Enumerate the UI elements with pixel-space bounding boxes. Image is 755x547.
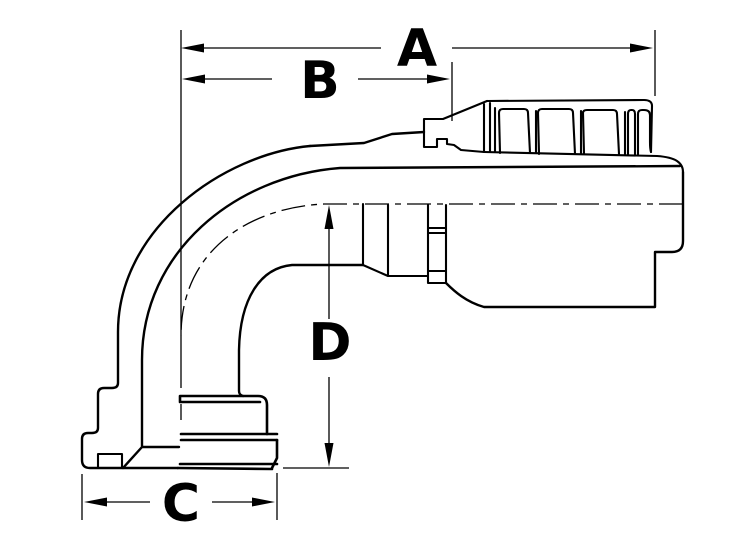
flange-base: [96, 394, 279, 471]
ferrule-serration-blocks: [497, 107, 653, 157]
dimension-c: C: [81, 473, 278, 534]
elbow-top-line: [308, 130, 426, 148]
elbow-body: [80, 130, 682, 470]
dim-a-label: A: [397, 19, 437, 79]
centerlines: [180, 30, 683, 420]
dim-d-label: D: [308, 313, 351, 373]
dim-c-label: C: [162, 474, 200, 534]
elbow-outer-profile: [80, 144, 312, 470]
socket-right-profile: [444, 170, 685, 309]
dimension-b: B: [182, 51, 453, 121]
dim-c-extension-lines: [81, 473, 278, 520]
dim-b-arrow-left: [182, 74, 205, 84]
dim-d-arrow-down: [324, 443, 334, 467]
flange-notch: [96, 452, 124, 470]
elbow-inner-profile: [121, 164, 682, 470]
dim-c-arrow-left: [84, 497, 107, 507]
ferrule-cone-lines: [482, 101, 497, 154]
dim-b-label: B: [300, 51, 340, 111]
dimension-d: D: [283, 205, 352, 469]
socket-internal-section: [361, 202, 448, 285]
dimension-a: A: [181, 19, 656, 96]
ferrule-shell-bottom: [482, 150, 685, 174]
dim-b-arrow-right: [427, 74, 450, 84]
flange-disk-top-band: [179, 432, 279, 442]
dim-d-arrow-up: [324, 205, 334, 229]
flange-disk-bottom-band: [176, 462, 279, 471]
dim-c-arrow-right: [252, 497, 275, 507]
ferrule-shell-top: [485, 98, 654, 154]
dim-a-arrow-right: [630, 43, 653, 53]
dim-a-arrow-left: [181, 43, 204, 53]
flange-collar-band: [178, 394, 269, 436]
crimp-ferrule: [422, 98, 685, 174]
ferrule-claw: [422, 99, 489, 154]
socket-body: [361, 170, 685, 309]
